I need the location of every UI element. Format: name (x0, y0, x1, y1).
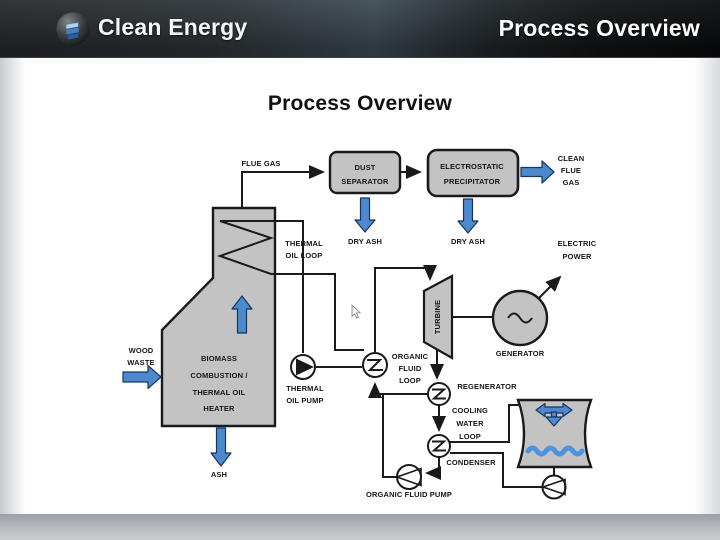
dust-separator-label: SEPARATOR (341, 177, 389, 186)
dust-separator-box: DUST SEPARATOR (328, 150, 402, 195)
electric-power-arrow (538, 275, 562, 299)
label-organic-fluid-loop: LOOP (399, 376, 421, 385)
label-wood-waste: WOOD (129, 346, 154, 355)
biomass-heater-shape (160, 206, 335, 428)
bottom-strip (0, 514, 720, 540)
wood-waste-arrow (122, 364, 162, 390)
label-wood-waste: WASTE (127, 358, 154, 367)
logo-text: Clean Energy (98, 14, 248, 40)
generator-symbol (491, 289, 549, 347)
organic-fluid-loop-lines (368, 265, 446, 480)
label-dry-ash-right: DRY ASH (451, 237, 485, 246)
organic-fluid-pump-symbol (394, 464, 422, 490)
dry-ash-arrow-right (457, 198, 479, 234)
label-dry-ash-left: DRY ASH (348, 237, 382, 246)
label-condenser: CONDENSER (446, 458, 496, 467)
precipitator-label: PRECIPITATOR (444, 177, 501, 186)
label-organic-fluid-loop: FLUID (399, 364, 422, 373)
left-edge-shading (0, 58, 26, 514)
label-biomass-heater: HEATER (203, 404, 235, 413)
label-biomass-heater: THERMAL OIL (193, 388, 246, 397)
turbine-shape: TURBINE (422, 274, 454, 360)
clean-energy-logo (54, 10, 92, 48)
label-organic-fluid-loop: ORGANIC (392, 352, 429, 361)
cooling-tower-pump-symbol (540, 474, 567, 500)
sprinkler-icon (535, 402, 573, 427)
label-regenerator: REGENERATOR (457, 382, 517, 391)
right-edge-shading (694, 58, 720, 514)
label-ash: ASH (211, 470, 227, 479)
label-clean-flue-gas: FLUE (561, 166, 581, 175)
label-clean-flue-gas: CLEAN (558, 154, 585, 163)
precipitator-label: ELECTROSTATIC (440, 162, 504, 171)
clean-flue-gas-arrow (520, 160, 555, 184)
thermal-oil-pump-symbol (290, 354, 316, 380)
ash-arrow (210, 427, 232, 467)
dust-separator-label: DUST (354, 163, 375, 172)
mouse-cursor-icon (351, 303, 362, 319)
evaporator-symbol (362, 352, 388, 378)
label-organic-fluid-pump: ORGANIC FLUID PUMP (366, 490, 452, 499)
slide-body: Process Overview (0, 58, 720, 514)
label-thermal-oil-loop: OIL LOOP (286, 251, 323, 260)
header-bar: Clean Energy Process Overview (0, 0, 720, 58)
slide-title: Process Overview (267, 92, 453, 115)
label-clean-flue-gas: GAS (563, 178, 580, 187)
cooling-tower-shape (516, 398, 593, 469)
label-generator: GENERATOR (496, 349, 545, 358)
heater-coil (216, 220, 335, 275)
label-thermal-oil-loop: THERMAL (285, 239, 323, 248)
label-electric-power: POWER (562, 252, 592, 261)
combustion-up-arrow (231, 295, 253, 334)
dry-ash-arrow-left (354, 197, 376, 233)
label-cooling-water-loop: WATER (456, 419, 484, 428)
label-thermal-oil-pump: OIL PUMP (286, 396, 323, 405)
turbine-label: TURBINE (433, 300, 442, 334)
label-electric-power: ELECTRIC (558, 239, 597, 248)
label-thermal-oil-pump: THERMAL (286, 384, 324, 393)
flue-gas-line (241, 165, 325, 209)
water-wave (525, 445, 585, 457)
label-biomass-heater: BIOMASS (201, 354, 237, 363)
label-cooling-water-loop: COOLING (452, 406, 488, 415)
logo-sphere-icon (56, 12, 90, 46)
condenser-symbol (427, 434, 451, 458)
label-cooling-water-loop: LOOP (459, 432, 481, 441)
electrostatic-precipitator-box: ELECTROSTATIC PRECIPITATOR (426, 148, 520, 198)
regenerator-symbol (427, 382, 451, 406)
header-title: Process Overview (498, 15, 700, 41)
label-flue-gas: FLUE GAS (241, 159, 280, 168)
label-biomass-heater: COMBUSTION / (190, 371, 248, 380)
